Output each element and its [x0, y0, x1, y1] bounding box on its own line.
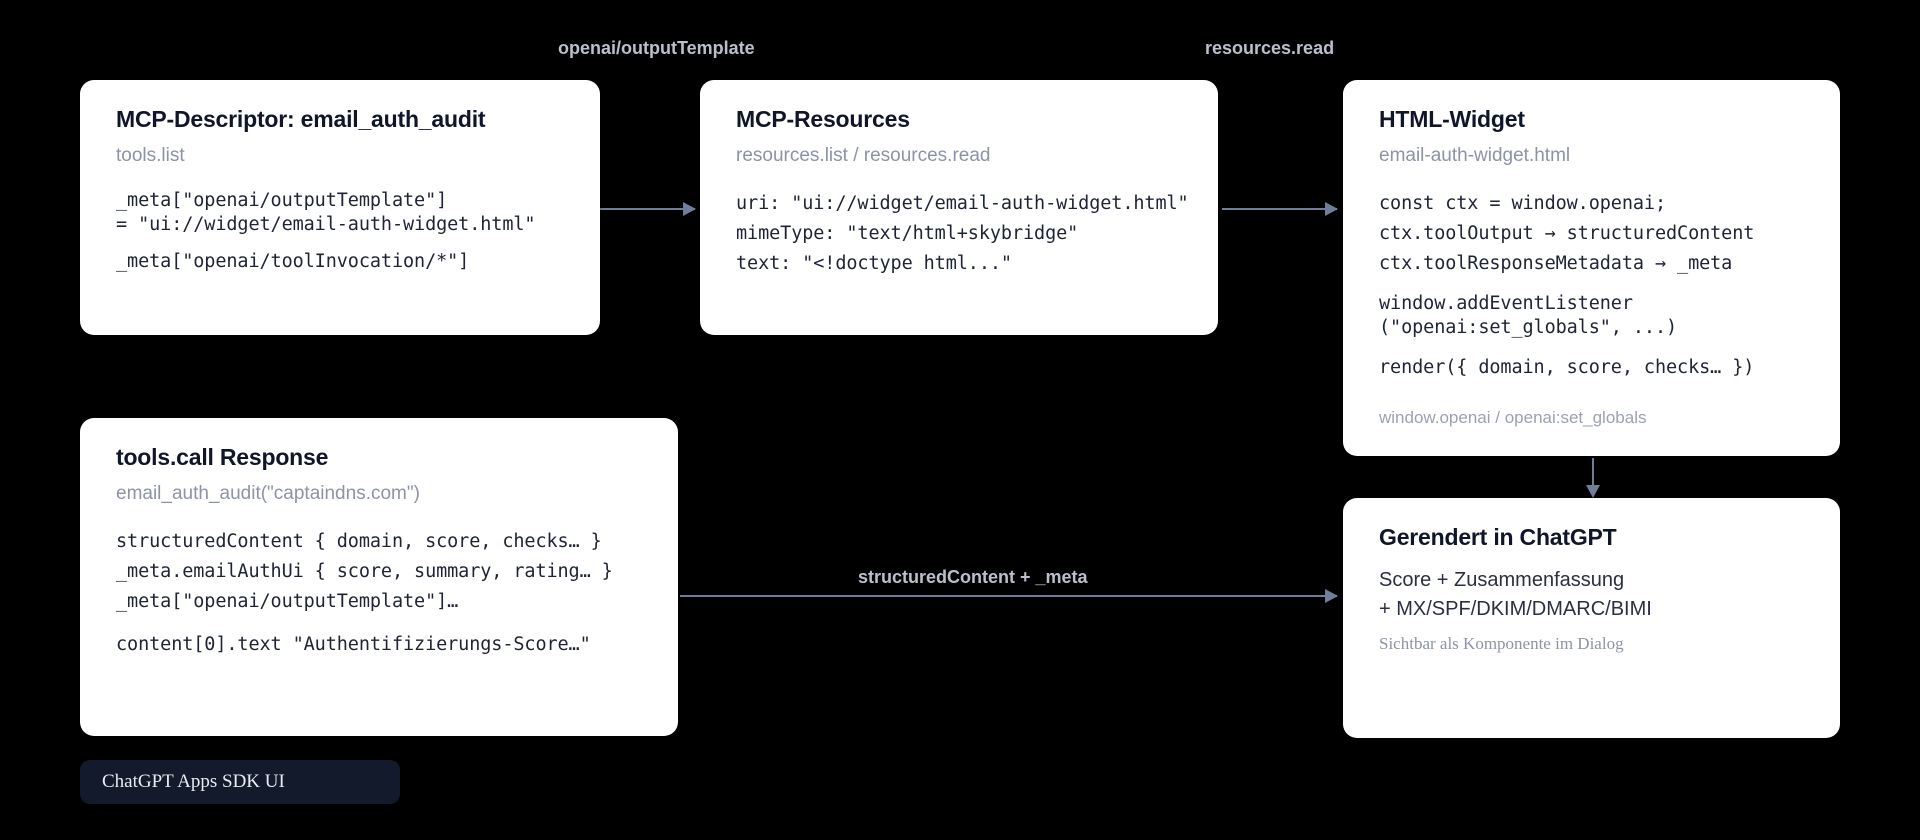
spacer	[1379, 340, 1808, 353]
arrow-widget-to-rendered	[1586, 458, 1600, 498]
arrow-label-resources-read: resources.read	[1205, 38, 1335, 58]
footnote-rendered: Sichtbar als Komponente im Dialog	[1379, 633, 1624, 653]
code-line-resources-3: text: "<!doctype html..."	[736, 253, 1012, 275]
code-line-response-2: _meta.emailAuthUi { score, summary, rati…	[116, 561, 613, 583]
card-mcp-descriptor: MCP-Descriptor: email_auth_audit tools.l…	[80, 80, 600, 335]
card-title-resources: MCP-Resources	[736, 106, 910, 132]
rendered-line-2: + MX/SPF/DKIM/DMARC/BIMI	[1379, 597, 1652, 620]
footer-badge-label: ChatGPT Apps SDK UI	[102, 771, 285, 792]
code-line-resources-1: uri: "ui://widget/email-auth-widget.html…	[736, 193, 1189, 215]
arrow-resources-to-widget	[1222, 202, 1338, 216]
rendered-line-1: Score + Zusammenfassung	[1379, 568, 1625, 591]
card-title-descriptor: MCP-Descriptor: email_auth_audit	[116, 106, 486, 132]
footnote-widget: window.openai / openai:set_globals	[1379, 407, 1647, 427]
arrow-label-output-template: openai/outputTemplate	[558, 38, 755, 58]
code-line-response-3: _meta["openai/outputTemplate"]…	[116, 591, 459, 613]
arrow-label-structured-content: structuredContent + _meta	[858, 567, 1088, 587]
code-line-resources-2: mimeType: "text/html+skybridge"	[736, 223, 1079, 245]
card-subtitle-response: email_auth_audit("captaindns.com")	[116, 482, 420, 504]
spacer	[1379, 279, 1808, 292]
card-title-response: tools.call Response	[116, 444, 329, 470]
arrow-descriptor-to-resources	[600, 202, 696, 216]
spacer	[116, 237, 568, 250]
card-subtitle-resources: resources.list / resources.read	[736, 144, 991, 166]
footer-badge: ChatGPT Apps SDK UI	[80, 760, 400, 804]
code-line-widget-1: const ctx = window.openai;	[1379, 193, 1666, 215]
code-line-widget-6: render({ domain, score, checks… })	[1379, 356, 1755, 378]
code-line-widget-2: ctx.toolOutput → structuredContent	[1379, 223, 1755, 245]
arrow-response-to-rendered	[680, 589, 1338, 603]
card-mcp-resources: MCP-Resources resources.list / resources…	[700, 80, 1218, 335]
spacer	[116, 617, 646, 630]
code-line-widget-4: window.addEventListener	[1379, 293, 1633, 315]
card-subtitle-widget: email-auth-widget.html	[1379, 144, 1571, 166]
code-line-descriptor-1: _meta["openai/outputTemplate"]	[116, 190, 448, 212]
code-line-response-4: content[0].text "Authentifizierungs-Scor…	[116, 634, 591, 656]
code-line-descriptor-2: = "ui://widget/email-auth-widget.html"	[116, 214, 536, 236]
card-title-widget: HTML-Widget	[1379, 106, 1525, 132]
code-line-response-1: structuredContent { domain, score, check…	[116, 531, 602, 553]
card-tools-call-response: tools.call Response email_auth_audit("ca…	[80, 418, 678, 736]
card-html-widget: HTML-Widget email-auth-widget.html const…	[1343, 80, 1840, 456]
card-subtitle-descriptor: tools.list	[116, 144, 185, 166]
code-line-descriptor-3: _meta["openai/toolInvocation/*"]	[116, 250, 470, 272]
code-line-widget-5: ("openai:set_globals", ...)	[1379, 316, 1678, 338]
card-title-rendered: Gerendert in ChatGPT	[1379, 524, 1617, 550]
card-gerendert-in-chatgpt: Gerendert in ChatGPT Score + Zusammenfas…	[1343, 498, 1840, 738]
code-line-widget-3: ctx.toolResponseMetadata → _meta	[1379, 253, 1733, 275]
